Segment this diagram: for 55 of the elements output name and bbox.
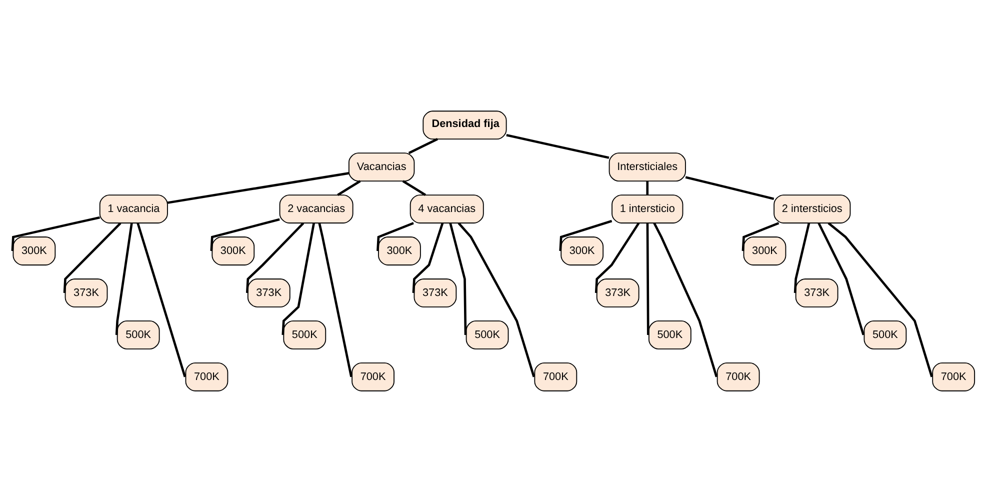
node-box: 700K (716, 362, 760, 391)
node-box: 300K (743, 236, 786, 265)
connector (136, 222, 186, 377)
connector (115, 222, 133, 334)
node-box: 500K (864, 320, 907, 349)
node-box: 373K (64, 278, 108, 307)
node-box: 700K (932, 362, 976, 391)
node-box: 500K (116, 320, 160, 349)
connector (210, 218, 280, 251)
connector (412, 222, 444, 293)
connector (653, 222, 718, 377)
connector (282, 222, 315, 334)
node-box: 500K (648, 320, 692, 349)
connector (337, 180, 361, 196)
node-box: Intersticiales (608, 152, 686, 182)
node-box: Densidad fija (422, 110, 507, 140)
connector (742, 222, 780, 251)
node-box: 2 intersticios (774, 194, 851, 223)
connector (11, 216, 100, 251)
node-box: 700K (534, 362, 578, 391)
node-box: 500K (283, 320, 326, 349)
connector (559, 219, 612, 251)
connector (594, 222, 640, 293)
connector (506, 133, 610, 158)
connector (794, 222, 810, 293)
connector (246, 222, 304, 293)
connector (685, 176, 774, 200)
node-box: 700K (352, 362, 394, 391)
node-box: 300K (378, 236, 421, 265)
connector (167, 172, 350, 204)
connector (646, 222, 650, 334)
node-box: 4 vacancias (410, 194, 484, 223)
connector (458, 222, 536, 377)
node-box: 1 vacancia (99, 194, 168, 223)
node-box: 300K (560, 236, 604, 265)
node-box: 300K (212, 236, 255, 265)
connector (449, 222, 467, 334)
connector (376, 222, 414, 251)
connector (402, 180, 426, 196)
node-box: Vacancias (348, 152, 415, 182)
connector (318, 222, 352, 377)
node-box: 373K (247, 278, 290, 307)
connector (828, 222, 933, 377)
connector (646, 180, 649, 194)
connector (818, 222, 865, 335)
node-box: 373K (414, 278, 457, 307)
node-box: 300K (12, 236, 56, 265)
node-box: 373K (795, 278, 838, 307)
node-box: 700K (185, 362, 228, 391)
connector (408, 138, 438, 154)
node-box: 2 vacancias (279, 194, 354, 223)
node-box: 500K (466, 320, 509, 349)
node-box: 1 intersticio (612, 194, 684, 223)
connector (63, 222, 122, 293)
node-box: 373K (596, 278, 640, 307)
